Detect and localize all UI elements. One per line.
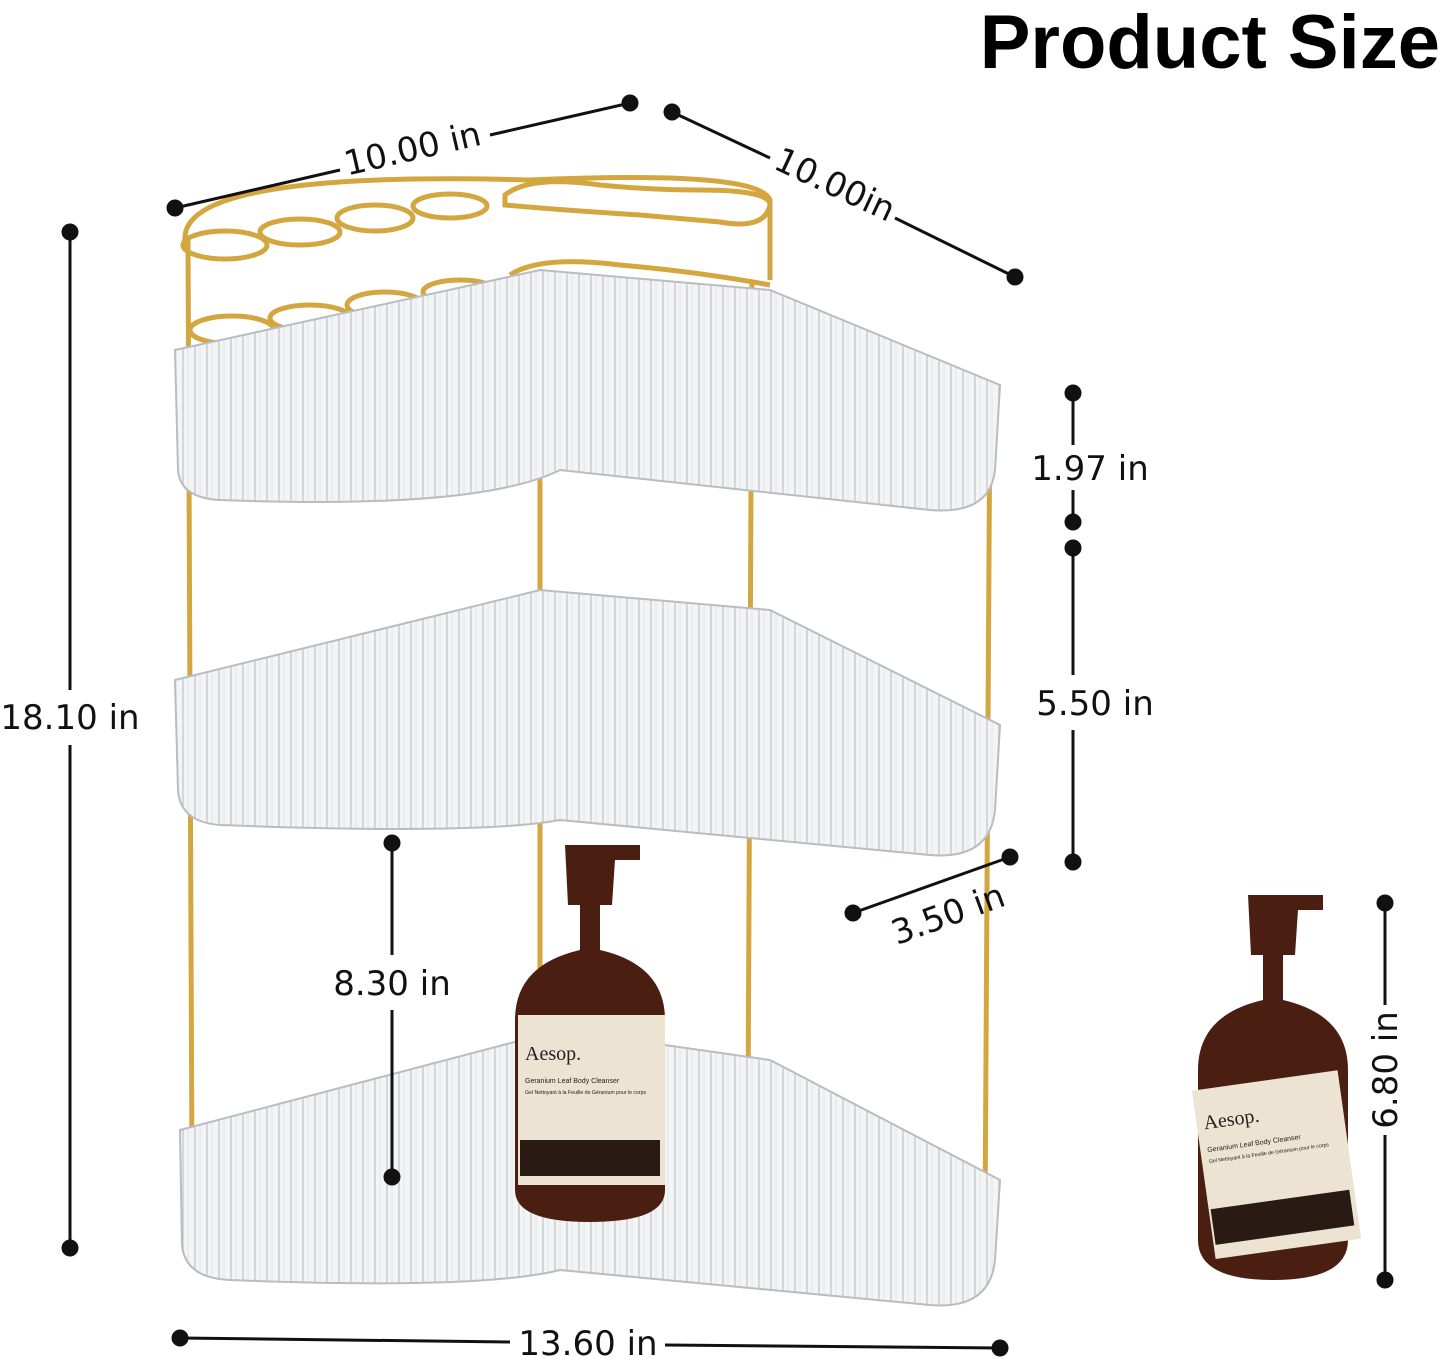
middle-tray <box>173 588 1002 857</box>
total-height-label: 18.10 in <box>0 698 139 738</box>
depth-top-label: 10.00in <box>768 140 901 230</box>
bottle-product-fr: Gel Nettoyant à la Feuille de Géranium p… <box>525 1090 647 1096</box>
bottle-product: Geranium Leaf Body Cleanser <box>525 1078 620 1085</box>
top-tray <box>173 268 1002 512</box>
bottle-height-label: 6.80 in <box>1366 1011 1406 1129</box>
base-width-label: 13.60 in <box>518 1324 657 1360</box>
bottom-clearance-label: 8.30 in <box>333 964 451 1004</box>
bottle-on-shelf: Aesop. Geranium Leaf Body Cleanser Gel N… <box>515 845 665 1222</box>
bottle-standalone: Aesop. Geranium Leaf Body Cleanser Gel N… <box>1191 895 1362 1280</box>
tray-depth-label: 3.50 in <box>886 876 1010 954</box>
dimension-lines <box>61 94 1394 1357</box>
tier-spacing-label: 5.50 in <box>1036 684 1154 724</box>
width-top-label: 10.00 in <box>340 114 485 184</box>
bottle-brand: Aesop. <box>525 1043 581 1065</box>
page-title: Product Size <box>980 0 1440 85</box>
top-tier-height-label: 1.97 in <box>1031 449 1149 489</box>
